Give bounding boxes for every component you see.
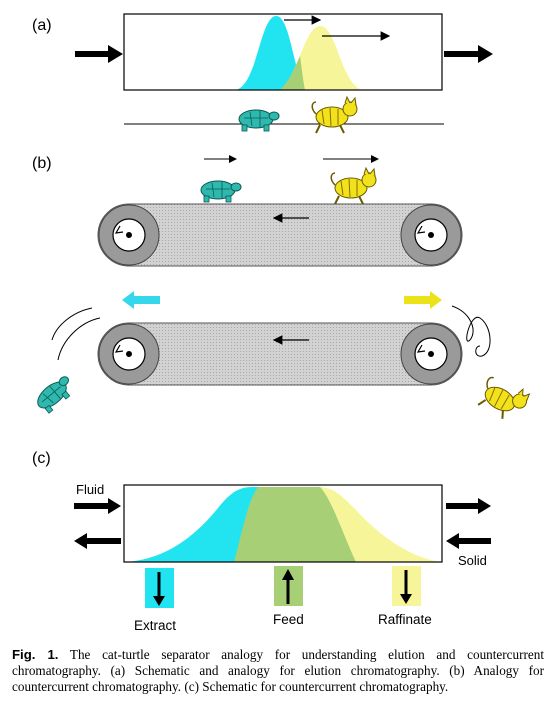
panel-a-label: (a): [32, 17, 52, 34]
figure: (a) (b): [32, 13, 531, 633]
left-roller: [98, 323, 160, 385]
caption-text: The cat-turtle separator analogy for und…: [12, 647, 545, 694]
feed-label: Feed: [273, 612, 304, 627]
right-roller: [400, 204, 462, 266]
solid-inlet-arrow: [446, 533, 491, 549]
cat-exit-arrow: [404, 291, 442, 309]
fluid-outlet-arrow: [446, 498, 491, 514]
outlet-arrow: [444, 45, 493, 63]
column-outline: [123, 13, 443, 91]
solid-label: Solid: [458, 553, 487, 568]
inlet-arrow: [75, 45, 123, 63]
turtle-icon: [238, 109, 280, 132]
turtle-on-belt-icon: [200, 180, 242, 203]
left-roller: [98, 204, 160, 266]
panel-c-label: (c): [32, 450, 51, 467]
cyan-peak: [236, 15, 305, 90]
upper-conveyor-belt: [97, 203, 463, 267]
elution-column: [75, 13, 493, 91]
turtle-motion-line-2: [51, 307, 93, 341]
cat-motion-loop: [451, 305, 491, 357]
overlap-region: [280, 56, 305, 90]
solid-outlet-arrow: [74, 533, 121, 549]
right-roller: [400, 323, 462, 385]
cat-on-belt-icon: [330, 166, 377, 205]
green-feed-band: [234, 487, 356, 562]
extract-port: Extract: [134, 568, 176, 633]
turtle-exit-arrow: [122, 291, 160, 309]
panel-b-label: (b): [32, 155, 52, 172]
raffinate-label: Raffinate: [378, 612, 432, 627]
countercurrent-column: [123, 484, 443, 563]
turtle-motion-line: [57, 317, 101, 361]
falling-turtle-icon: [37, 376, 71, 414]
falling-cat-icon: [477, 376, 531, 419]
cat-icon: [311, 95, 358, 134]
raffinate-port: Raffinate: [378, 566, 432, 627]
extract-label: Extract: [134, 618, 176, 633]
figure-caption: Fig. 1. The cat-turtle separator analogy…: [12, 647, 544, 695]
fluid-inlet-arrow: [74, 498, 121, 514]
column-outline: [123, 484, 443, 563]
lower-conveyor-belt: [97, 322, 463, 386]
feed-port: Feed: [273, 566, 304, 627]
figure-number: Fig. 1.: [12, 647, 59, 662]
fluid-label: Fluid: [76, 482, 104, 497]
